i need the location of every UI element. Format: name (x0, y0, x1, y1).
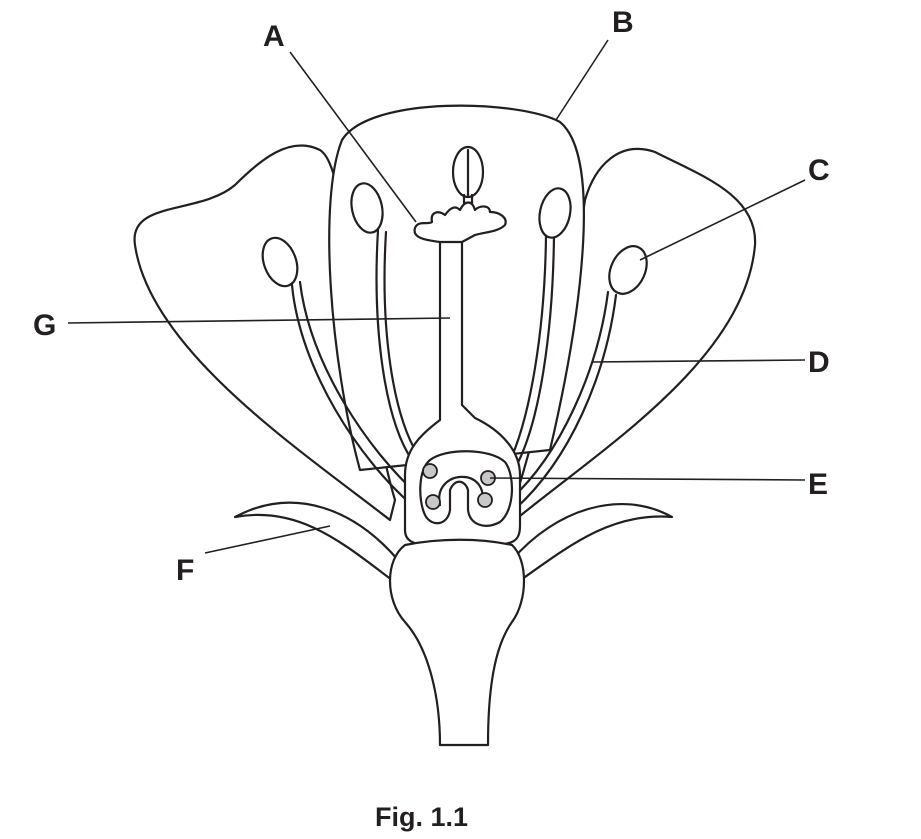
receptacle (388, 538, 526, 747)
label-d: D (808, 346, 830, 379)
leader-d (591, 359, 806, 363)
filaments (290, 228, 618, 512)
stigma (413, 201, 507, 244)
figure-caption: Fig. 1.1 (375, 802, 468, 832)
label-c: C (808, 154, 830, 187)
leader-b (555, 39, 609, 121)
anthers (261, 145, 648, 295)
left-sepal (233, 501, 400, 582)
ovules (422, 463, 496, 510)
ovary-cavity (419, 450, 514, 527)
leader-a (289, 51, 417, 223)
right-sepal (510, 502, 674, 584)
leader-f (204, 525, 331, 554)
label-f: F (176, 554, 194, 587)
leader-g (67, 317, 451, 324)
label-g: G (33, 309, 56, 342)
label-a: A (263, 20, 285, 53)
label-b: B (612, 6, 634, 39)
label-e: E (808, 468, 828, 501)
leader-e (489, 477, 806, 481)
leader-c (639, 179, 806, 261)
